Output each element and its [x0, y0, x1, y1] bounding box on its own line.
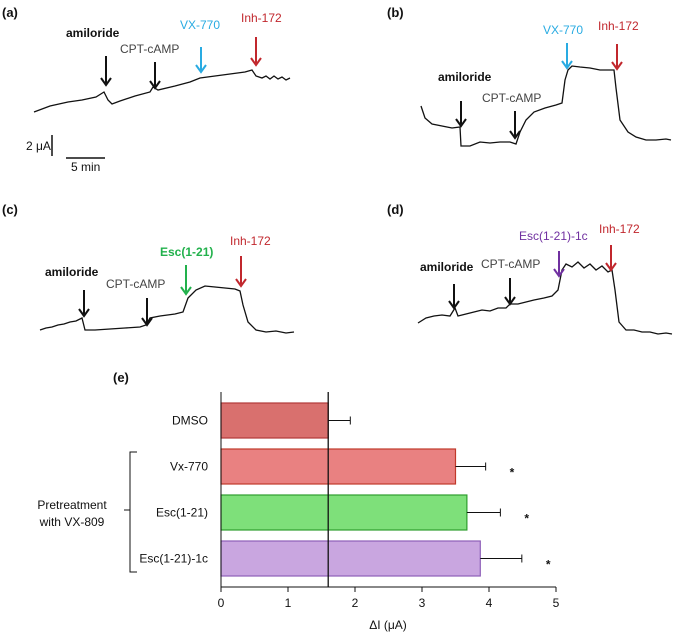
significance-star-vx-770: * [510, 466, 515, 480]
panel-a-arrow-cpt [149, 62, 161, 90]
panel-a-label-inh172: Inh-172 [241, 11, 282, 25]
panel-c-trace [39, 285, 295, 334]
panel-c-arrow-amiloride [78, 290, 90, 318]
panel-b-label-vx770: VX-770 [543, 23, 583, 37]
panel-a: (a) amiloride CPT-cAMP VX-770 Inh-172 2 … [2, 5, 291, 174]
pretreatment-label-line2: with VX-809 [39, 515, 105, 529]
panel-a-arrow-amiloride [100, 56, 112, 87]
x-tick-label: 1 [285, 596, 292, 610]
panel-c-label-inh172: Inh-172 [230, 234, 271, 248]
panel-a-label: (a) [2, 5, 18, 20]
category-label-esc-1-21-1c: Esc(1-21)-1c [139, 552, 208, 566]
panel-a-label-amiloride: amiloride [66, 26, 120, 40]
bar-chart-plot: DMSO Vx-770 * Esc(1-21) * Esc(1-21)-1c * [139, 392, 551, 587]
panel-b-arrow-amiloride [455, 101, 467, 128]
category-label-vx-770: Vx-770 [170, 460, 208, 474]
panel-c-label-amiloride: amiloride [45, 265, 99, 279]
panel-a-time-scale-label: 5 min [71, 160, 100, 174]
panel-e: (e) Pretreatment with VX-809 DMSO Vx-770 *… [37, 370, 559, 632]
x-tick-label: 2 [352, 596, 359, 610]
bar-esc-1-21 [220, 494, 468, 531]
bar-vx-770 [220, 448, 457, 485]
panel-d-label-inh172: Inh-172 [599, 222, 640, 236]
panel-d-arrow-amiloride [448, 284, 460, 310]
panel-b-label-cpt: CPT-cAMP [482, 91, 541, 105]
x-axis-title: ΔI (μA) [369, 618, 407, 632]
panel-b-label-amiloride: amiloride [438, 70, 492, 84]
panel-b-label: (b) [387, 5, 404, 20]
panel-d-trace [417, 261, 673, 335]
panel-d-label-esc1c: Esc(1-21)-1c [519, 229, 588, 243]
panel-b-trace [420, 65, 672, 147]
x-tick-label: 5 [553, 596, 560, 610]
panel-c-label-cpt: CPT-cAMP [106, 277, 165, 291]
panel-b-arrow-cpt [509, 111, 521, 140]
panel-c: (c) amiloride CPT-cAMP Esc(1-21) Inh-172 [2, 202, 295, 334]
panel-d-label-cpt: CPT-cAMP [481, 257, 540, 271]
x-tick-label: 3 [419, 596, 426, 610]
panel-c-arrow-esc [180, 265, 192, 296]
panel-c-label-esc: Esc(1-21) [160, 245, 213, 259]
pretreatment-label-line1: Pretreatment [37, 498, 107, 512]
panel-a-label-cpt: CPT-cAMP [120, 42, 179, 56]
panel-b-arrow-inh172 [611, 44, 623, 71]
panel-a-label-vx770: VX-770 [180, 18, 220, 32]
panel-b: (b) amiloride CPT-cAMP VX-770 Inh-172 [387, 5, 672, 147]
panel-a-arrow-vx770 [195, 47, 207, 74]
panel-e-label: (e) [113, 370, 129, 385]
panel-d-label: (d) [387, 202, 404, 217]
significance-star-esc-1-21-1c: * [546, 558, 551, 572]
x-tick-label: 4 [486, 596, 493, 610]
panel-c-arrow-cpt [141, 298, 153, 327]
panel-d-arrow-inh172 [605, 245, 617, 272]
panel-a-arrow-inh172 [250, 37, 262, 67]
x-tick-label: 0 [218, 596, 225, 610]
panel-d-arrow-cpt [504, 278, 516, 306]
category-label-dmso: DMSO [172, 414, 208, 428]
pretreatment-bracket [129, 451, 137, 573]
panel-c-arrow-inh172 [235, 256, 247, 288]
panel-a-trace [33, 69, 291, 113]
category-label-esc-1-21: Esc(1-21) [156, 506, 208, 520]
x-axis-ticks: 0 1 2 3 4 5 [218, 587, 560, 610]
significance-star-esc-1-21: * [524, 512, 529, 526]
panel-d: (d) amiloride CPT-cAMP Esc(1-21)-1c Inh-… [387, 202, 673, 335]
panel-a-current-scale-label: 2 μA [26, 139, 51, 153]
panel-d-label-amiloride: amiloride [420, 260, 474, 274]
panel-d-arrow-esc1c [553, 251, 565, 278]
panel-b-label-inh172: Inh-172 [598, 19, 639, 33]
bar-dmso [220, 402, 329, 439]
panel-b-arrow-vx770 [561, 43, 573, 70]
panel-c-label: (c) [2, 202, 18, 217]
bar-esc-1-21-1c [220, 540, 481, 577]
